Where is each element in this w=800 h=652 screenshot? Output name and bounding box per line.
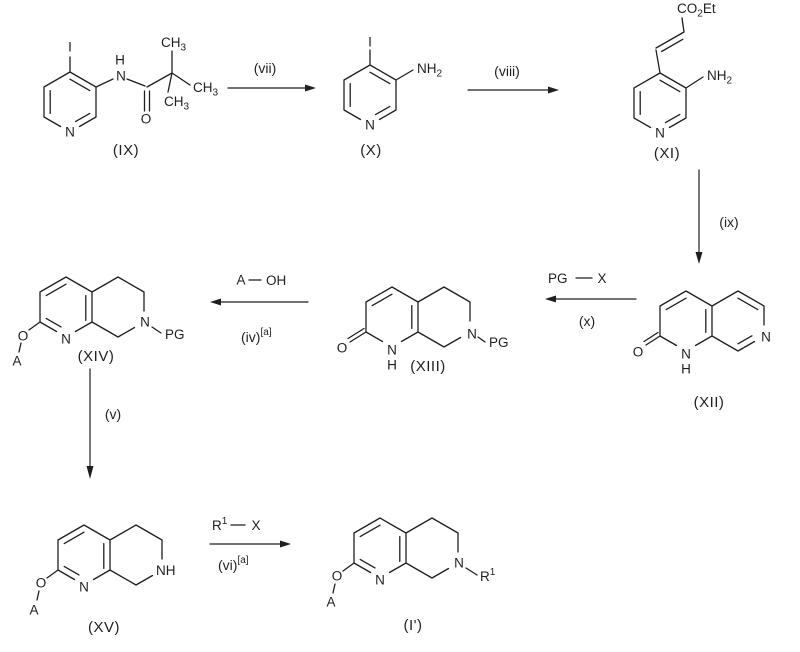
amide-h-label: H <box>115 53 125 68</box>
step-label-v: (v) <box>105 406 121 422</box>
arrow-step-iv: A OH (iv)[a] <box>210 273 309 345</box>
right-arrowhead-icon <box>280 540 291 548</box>
reagent-PG-label: PG <box>548 271 568 286</box>
ring-nitrogen-label: N <box>375 573 385 588</box>
protecting-group-label: PG <box>489 335 509 350</box>
step-label-viii: (viii) <box>494 63 520 79</box>
compound-label-IX: (IX) <box>113 142 139 159</box>
XII-bonds <box>645 290 765 352</box>
reagent-A-label: A <box>236 273 245 288</box>
structure-X: I N NH2 (X) <box>343 35 443 159</box>
left-arrowhead-icon <box>210 298 221 306</box>
ring-nitrogen-label: N <box>65 125 75 140</box>
XV-bonds <box>36 524 163 601</box>
compound-label-X: (X) <box>360 142 382 159</box>
arrow-step-vii: (vii) <box>227 60 316 92</box>
lactam-h-label: H <box>387 358 397 373</box>
amide-n-label: N <box>116 69 126 84</box>
step-label-vi: (vi)[a] <box>218 555 249 573</box>
XIII-double-bonds <box>347 293 413 340</box>
ring-nitrogen-label: N <box>61 332 71 347</box>
iodo-label: I <box>368 35 372 50</box>
structure-XII: O N H N (XII) <box>633 290 771 411</box>
IX-bonds <box>43 50 191 128</box>
XIV-bonds <box>18 276 162 353</box>
arrow-step-v: (v) <box>86 368 121 479</box>
down-arrowhead-icon <box>695 252 703 264</box>
amine-nh-label: NH <box>156 563 176 578</box>
ring-nitrogen-label: N <box>79 580 89 595</box>
IX-double-bonds <box>49 78 151 123</box>
iodo-label: I <box>68 40 72 55</box>
reagent-R1-label: R1 <box>212 516 228 533</box>
XI-bonds <box>633 17 704 129</box>
structure-IX: I N H N O CH3 CH3 CH3 (IX) <box>43 35 219 159</box>
amine-n-label: N <box>140 315 150 330</box>
ether-o-label: O <box>18 329 29 344</box>
compound-label-XII: (XII) <box>694 394 725 411</box>
amine-n-label: N <box>467 327 477 342</box>
compound-label-XI: (XI) <box>654 145 680 162</box>
step-label-iv: (iv)[a] <box>241 327 272 345</box>
pyridine-n-label: N <box>761 330 771 345</box>
I-prime-double-bonds <box>359 524 401 569</box>
lactam-n-label: N <box>387 343 397 358</box>
ether-o-label: O <box>36 576 47 591</box>
XIII-bonds <box>349 286 486 348</box>
XII-double-bonds <box>643 297 759 345</box>
substituent-R1-label: R1 <box>480 567 496 584</box>
left-arrowhead-icon <box>545 295 556 303</box>
I-prime-bonds <box>332 517 478 594</box>
structure-XIV: O A N N PG (XIV) <box>12 276 185 369</box>
X-bonds <box>343 49 414 121</box>
carbonyl-o-label: O <box>141 112 152 127</box>
down-arrowhead-icon <box>86 466 94 479</box>
ether-o-label: O <box>332 569 343 584</box>
compound-label-XIII: (XIII) <box>410 358 446 375</box>
arrow-step-x: PG X (x) <box>545 271 637 329</box>
methyl-label-right: CH3 <box>193 80 219 99</box>
methyl-label-top: CH3 <box>161 35 187 54</box>
methyl-label-bottom: CH3 <box>164 94 190 113</box>
substituent-A-label: A <box>12 354 21 369</box>
ring-nitrogen-label: N <box>365 118 375 133</box>
carbonyl-o-label: O <box>337 341 348 356</box>
lactam-h-label: H <box>681 362 691 377</box>
arrow-step-vi: R1 X (vi)[a] <box>209 516 291 573</box>
step-label-vii: (vii) <box>254 60 277 76</box>
XI-double-bonds <box>639 38 684 124</box>
XIV-double-bonds <box>45 283 87 328</box>
step-label-ix: (ix) <box>719 214 738 230</box>
arrow-step-ix: (ix) <box>695 169 739 264</box>
substituent-A-label: A <box>326 595 335 610</box>
ester-label: CO2Et <box>677 1 716 20</box>
X-double-bonds <box>349 71 391 116</box>
structure-XV: O A N NH (XV) <box>29 524 176 636</box>
ring-nitrogen-label: N <box>655 126 665 141</box>
right-arrowhead-icon <box>305 84 316 92</box>
XV-double-bonds <box>63 531 105 576</box>
amine-n-label: N <box>454 556 464 571</box>
carbonyl-o-label: O <box>633 345 644 360</box>
reagent-X-label: X <box>597 271 606 286</box>
compound-label-XIV: (XIV) <box>78 348 115 365</box>
lactam-n-label: N <box>681 347 691 362</box>
structure-XIII: O N H N PG (XIII) <box>337 286 509 375</box>
substituent-A-label: A <box>29 603 38 618</box>
protecting-group-label: PG <box>165 327 185 342</box>
arrow-step-viii: (viii) <box>467 63 559 94</box>
compound-label-I-prime: (I') <box>403 617 422 634</box>
right-arrowhead-icon <box>548 86 559 94</box>
amino-label: NH2 <box>707 68 733 87</box>
step-label-x: (x) <box>579 313 595 329</box>
structure-I-prime: O A N N R1 (I') <box>326 517 496 634</box>
reagent-X-label: X <box>251 518 260 533</box>
structure-XI: N NH2 CO2Et (XI) <box>633 1 733 162</box>
compound-label-XV: (XV) <box>88 619 120 636</box>
reagent-OH-label: OH <box>266 273 286 288</box>
amino-label: NH2 <box>417 61 443 80</box>
